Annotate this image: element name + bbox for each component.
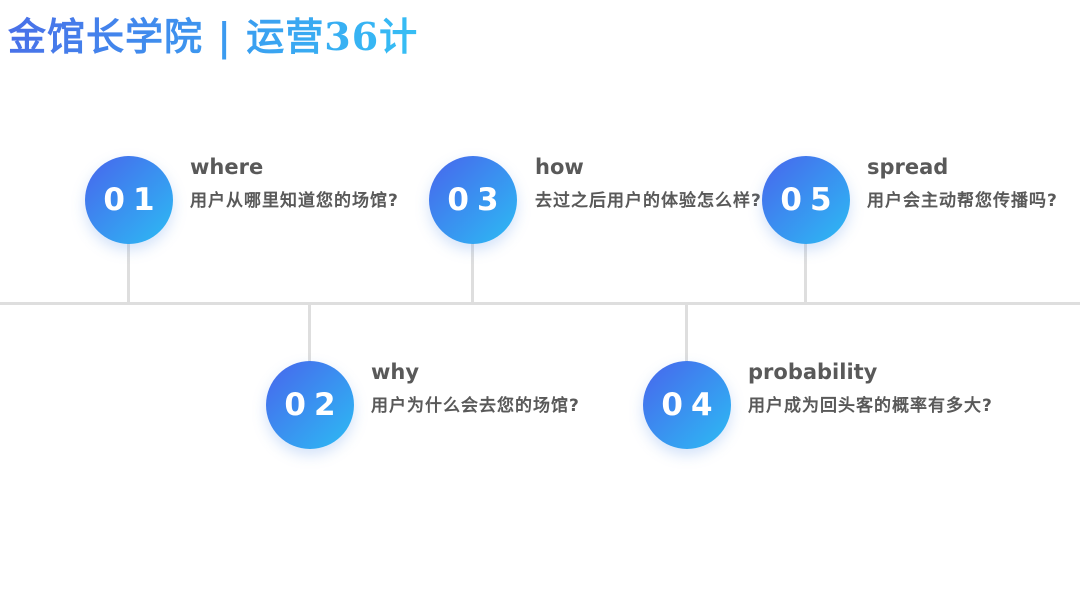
step-number: 02 <box>284 387 344 423</box>
step-circle-04: 04 <box>643 361 731 449</box>
step-question: 用户从哪里知道您的场馆? <box>190 191 399 211</box>
step-text-03: how 去过之后用户的体验怎么样? <box>535 155 762 212</box>
step-circle-02: 02 <box>266 361 354 449</box>
step-circle-05: 05 <box>762 156 850 244</box>
step-text-04: probability 用户成为回头客的概率有多大? <box>748 360 993 417</box>
step-text-05: spread 用户会主动帮您传播吗? <box>867 155 1058 212</box>
step-label: spread <box>867 155 949 179</box>
step-number: 05 <box>780 182 840 218</box>
step-number: 04 <box>661 387 721 423</box>
step-question: 去过之后用户的体验怎么样? <box>535 191 762 211</box>
step-number: 03 <box>447 182 507 218</box>
timeline-line <box>0 302 1080 305</box>
connector-step-05 <box>804 243 807 304</box>
step-circle-01: 01 <box>85 156 173 244</box>
step-label: where <box>190 155 264 179</box>
step-label: why <box>371 360 420 384</box>
step-question: 用户会主动帮您传播吗? <box>867 191 1058 211</box>
step-label: how <box>535 155 584 179</box>
step-text-02: why 用户为什么会去您的场馆? <box>371 360 580 417</box>
slide-title: 金馆长学院 | 运营36计 <box>8 6 418 61</box>
step-label: probability <box>748 360 878 384</box>
connector-step-03 <box>471 243 474 304</box>
step-circle-03: 03 <box>429 156 517 244</box>
connector-step-02 <box>308 304 311 363</box>
step-number: 01 <box>103 182 163 218</box>
connector-step-04 <box>685 304 688 363</box>
connector-step-01 <box>127 243 130 304</box>
step-question: 用户成为回头客的概率有多大? <box>748 396 993 416</box>
step-text-01: where 用户从哪里知道您的场馆? <box>190 155 399 212</box>
step-question: 用户为什么会去您的场馆? <box>371 396 580 416</box>
